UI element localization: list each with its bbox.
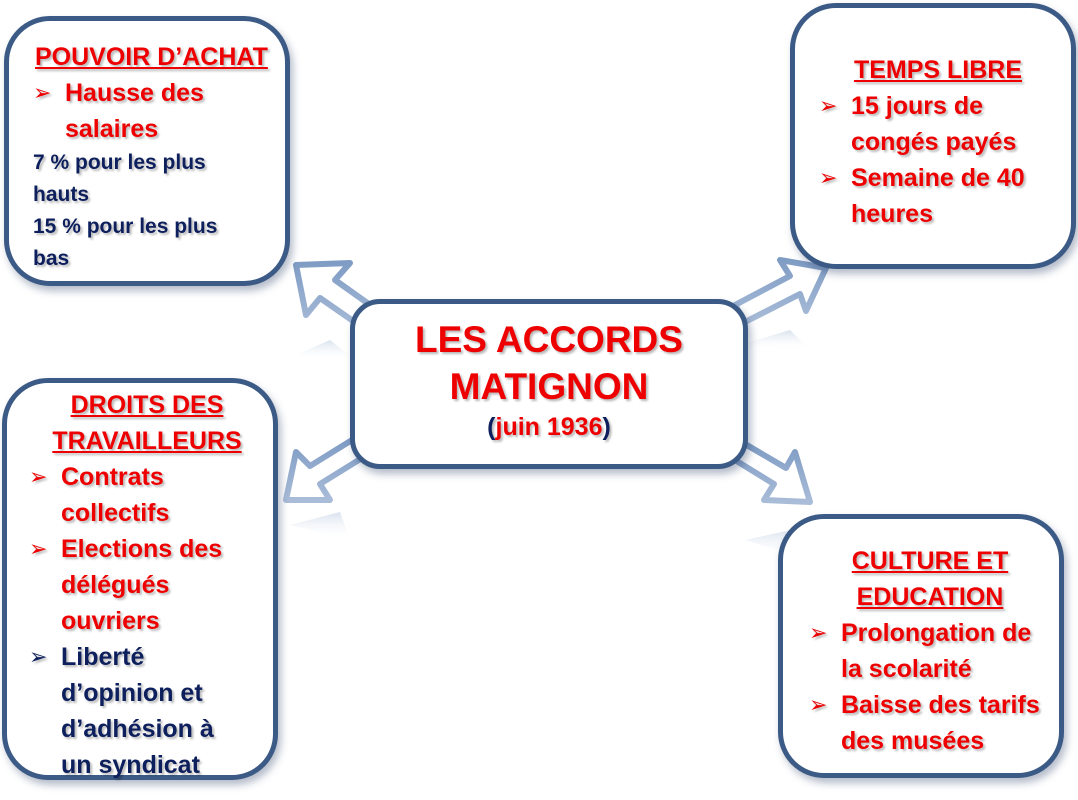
temps-item2-line1: Semaine de 40 [851,164,1025,192]
center-box-accords-matignon: LES ACCORDS MATIGNON (juin 1936) [350,299,748,469]
date-text: juin 1936 [495,413,603,441]
culture-item1-line2: la scolarité [841,655,972,683]
culture-item1-line1: Prolongation de [841,619,1032,647]
culture-item2-line1: Baisse des tarifs [841,691,1040,719]
temps-item-conges: ➢ 15 jours de congés payés [819,88,1057,160]
culture-item-musees: ➢ Baisse des tarifs des musées [809,687,1051,759]
box-droits-travailleurs: DROITS DES TRAVAILLEURS ➢ Contrats colle… [2,378,278,780]
bullet-arrow-icon: ➢ [29,464,48,489]
temps-item2-line2: heures [851,200,933,228]
droits-item3-line2: d’opinion et [61,679,203,707]
culture-item2-line2: des musées [841,727,985,755]
pouvoir-detail-2: 15 % pour les plus bas [33,211,275,275]
pouvoir-detail2-line1: 15 % pour les plus [33,215,218,238]
bullet-arrow-icon: ➢ [29,644,48,669]
bullet-arrow-icon: ➢ [809,620,828,645]
center-date: (juin 1936) [355,410,743,444]
pouvoir-item-salaires: ➢ Hausse des salaires [33,75,275,147]
pouvoir-item1-line2: salaires [65,115,159,143]
droits-item-liberte: ➢ Liberté d’opinion et d’adhésion à un s… [29,639,265,783]
droits-item2-line3: ouvriers [61,607,160,635]
droits-item-contrats: ➢ Contrats collectifs [29,459,265,531]
temps-item-semaine: ➢ Semaine de 40 heures [819,160,1057,232]
culture-title-line2: EDUCATION [856,583,1004,611]
droits-item3-line4: un syndicat [61,751,200,779]
bullet-arrow-icon: ➢ [819,93,838,118]
date-close-paren: ) [602,413,611,441]
center-title-line2: MATIGNON [449,366,649,407]
droits-item-elections: ➢ Elections des délégués ouvriers [29,531,265,639]
temps-item1-line2: congés payés [851,128,1017,156]
droits-item1-line1: Contrats [61,463,164,491]
pouvoir-detail-1: 7 % pour les plus hauts [33,147,275,211]
droits-item1-line2: collectifs [61,499,170,527]
bullet-arrow-icon: ➢ [33,80,52,105]
pouvoir-detail2-line2: bas [33,247,70,270]
pouvoir-detail1-line2: hauts [33,183,90,206]
droits-item2-line1: Elections des [61,535,223,563]
temps-item1-line1: 15 jours de [851,92,983,120]
droits-item2-line2: délégués [61,571,170,599]
bullet-arrow-icon: ➢ [819,165,838,190]
droits-title-line1: DROITS DES [70,391,224,419]
box-pouvoir-achat: POUVOIR D’ACHAT ➢ Hausse des salaires 7 … [4,16,290,286]
pouvoir-detail1-line1: 7 % pour les plus [33,151,206,174]
droits-item3-line1: Liberté [61,643,145,671]
bullet-arrow-icon: ➢ [809,692,828,717]
arrow-up-right-icon [732,257,829,350]
droits-item3-line3: d’adhésion à [61,715,214,743]
center-title-line1: LES ACCORDS [415,319,683,360]
date-open-paren: ( [487,413,496,441]
pouvoir-title: POUVOIR D’ACHAT [35,43,268,71]
box-temps-libre: TEMPS LIBRE ➢ 15 jours de congés payés ➢… [790,3,1076,269]
droits-title-line2: TRAVAILLEURS [52,427,242,455]
pouvoir-item1-line1: Hausse des [65,79,204,107]
bullet-arrow-icon: ➢ [29,536,48,561]
box-culture-education: CULTURE ET EDUCATION ➢ Prolongation de l… [778,514,1064,778]
culture-item-scolarite: ➢ Prolongation de la scolarité [809,615,1051,687]
temps-title: TEMPS LIBRE [853,56,1023,84]
arrow-down-left-icon [283,437,365,540]
culture-title-line1: CULTURE ET [851,547,1009,575]
